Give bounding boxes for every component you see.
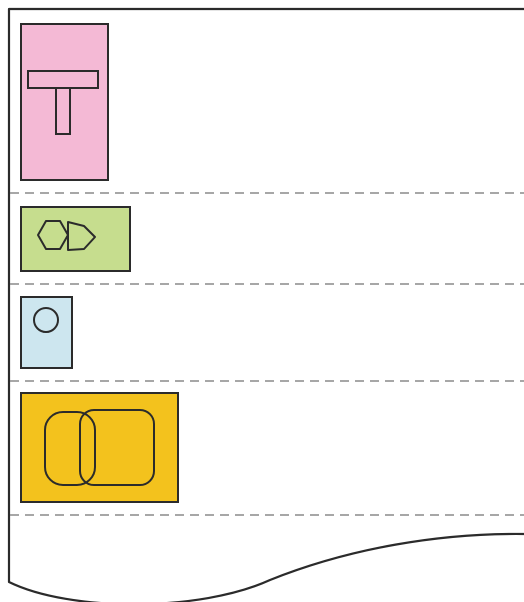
hexagon-pentagon-icon bbox=[37, 220, 96, 251]
green-box bbox=[20, 206, 131, 272]
yellow-box-fill bbox=[20, 392, 179, 503]
pink-box-fill bbox=[20, 23, 109, 181]
rounded-rectangles-icon bbox=[44, 409, 155, 486]
t-shape-icon bbox=[27, 70, 99, 135]
blue-box bbox=[20, 296, 73, 369]
sheet-outline bbox=[7, 7, 524, 602]
yellow-box bbox=[20, 392, 179, 503]
green-box-fill bbox=[20, 206, 131, 272]
pink-box bbox=[20, 23, 109, 181]
circle-icon bbox=[33, 307, 59, 333]
